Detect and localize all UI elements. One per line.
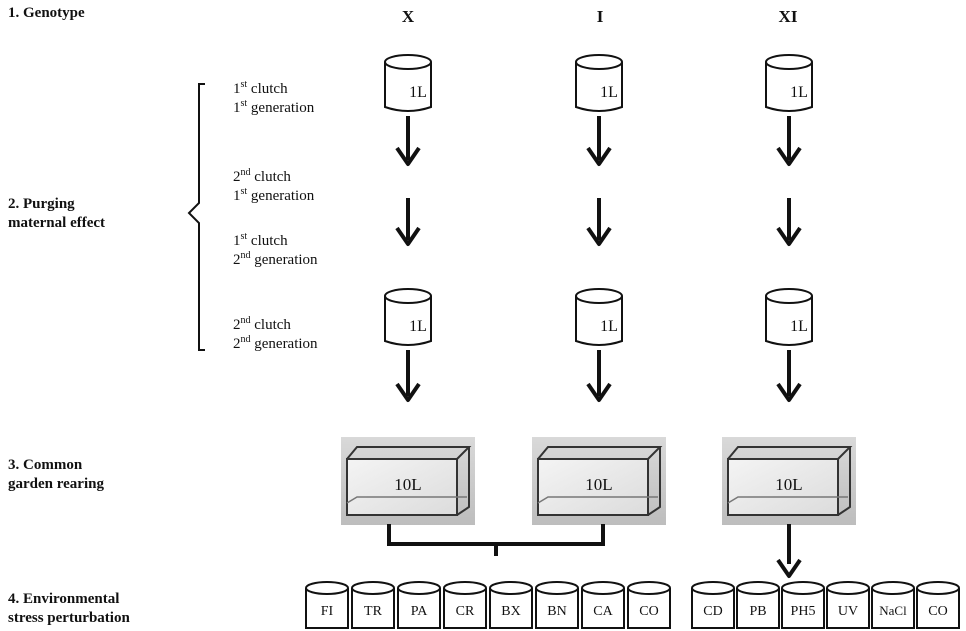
arrow-xi-1 bbox=[776, 116, 802, 166]
stage-env-line2: stress perturbation bbox=[8, 610, 130, 626]
jar-x-1: 1L bbox=[384, 54, 432, 112]
treatment-right-ph5: PH5 bbox=[781, 581, 825, 629]
treatment-left-bx: BX bbox=[489, 581, 533, 629]
treatment-right-uv: UV bbox=[826, 581, 870, 629]
treatment-label: TR bbox=[364, 604, 383, 619]
step-label-4: 2nd clutch 2nd generation bbox=[233, 315, 318, 353]
arrow-x-1 bbox=[395, 116, 421, 166]
jar-volume-label: 1L bbox=[600, 318, 618, 335]
stage-common-line2: garden rearing bbox=[8, 476, 104, 492]
arrow-xi-to-treatments bbox=[776, 524, 802, 578]
jar-i-1: 1L bbox=[575, 54, 623, 112]
step-label-1: 1st clutch 1st generation bbox=[233, 79, 315, 117]
stage-common-garden-label: 3. Common garden rearing bbox=[8, 456, 104, 494]
jar-volume-label: 1L bbox=[600, 84, 618, 101]
merge-bracket bbox=[387, 524, 605, 556]
genotype-header-x: X bbox=[401, 7, 415, 26]
treatment-right-pb: PB bbox=[736, 581, 780, 629]
stage-genotype-label: 1. Genotype bbox=[8, 5, 85, 21]
stage-purging-label: 2. Purging maternal effect bbox=[8, 195, 105, 233]
treatment-right-co: CO bbox=[916, 581, 960, 629]
treatment-label: CO bbox=[928, 604, 947, 619]
arrow-i-3 bbox=[586, 350, 612, 402]
arrow-i-2 bbox=[586, 198, 612, 246]
treatment-left-tr: TR bbox=[351, 581, 395, 629]
treatment-left-cr: CR bbox=[443, 581, 487, 629]
tank-volume-label: 10L bbox=[394, 475, 421, 494]
treatment-label: CO bbox=[639, 604, 658, 619]
jar-xi-2: 1L bbox=[765, 288, 813, 346]
treatment-left-ca: CA bbox=[581, 581, 625, 629]
treatment-label: BN bbox=[547, 604, 566, 619]
step-label-3: 1st clutch 2nd generation bbox=[233, 231, 318, 269]
treatment-right-cd: CD bbox=[691, 581, 735, 629]
arrow-xi-2 bbox=[776, 198, 802, 246]
arrow-x-2 bbox=[395, 198, 421, 246]
treatment-label: NaCl bbox=[879, 603, 907, 618]
jar-volume-label: 1L bbox=[790, 318, 808, 335]
stage-environmental-label: 4. Environmental stress perturbation bbox=[8, 590, 130, 628]
purging-bracket bbox=[187, 83, 205, 351]
treatment-label: PH5 bbox=[791, 604, 816, 619]
jar-volume-label: 1L bbox=[409, 84, 427, 101]
treatment-right-nacl: NaCl bbox=[871, 581, 915, 629]
stage-env-line1: 4. Environmental bbox=[8, 591, 120, 607]
treatment-label: BX bbox=[501, 604, 520, 619]
arrow-i-1 bbox=[586, 116, 612, 166]
stage-purging-line2: maternal effect bbox=[8, 215, 106, 231]
stage-common-line1: 3. Common bbox=[8, 457, 83, 473]
treatment-label: PB bbox=[749, 604, 766, 619]
tank-i: 10L bbox=[532, 437, 666, 525]
genotype-header-i: I bbox=[596, 7, 604, 26]
step-label-2: 2nd clutch 1st generation bbox=[233, 167, 315, 205]
tank-x: 10L bbox=[341, 437, 475, 525]
treatment-left-co: CO bbox=[627, 581, 671, 629]
jar-x-2: 1L bbox=[384, 288, 432, 346]
genotype-header-xi: XI bbox=[778, 7, 798, 26]
jar-volume-label: 1L bbox=[409, 318, 427, 335]
treatment-label: CD bbox=[703, 604, 722, 619]
treatment-label: UV bbox=[838, 604, 858, 619]
treatment-label: CR bbox=[456, 604, 475, 619]
arrow-x-3 bbox=[395, 350, 421, 402]
treatment-left-pa: PA bbox=[397, 581, 441, 629]
jar-i-2: 1L bbox=[575, 288, 623, 346]
treatment-left-fi: FI bbox=[305, 581, 349, 629]
tank-volume-label: 10L bbox=[775, 475, 802, 494]
tank-xi: 10L bbox=[722, 437, 856, 525]
treatment-label: FI bbox=[321, 604, 334, 619]
treatment-label: CA bbox=[593, 604, 613, 619]
jar-xi-1: 1L bbox=[765, 54, 813, 112]
jar-volume-label: 1L bbox=[790, 84, 808, 101]
treatment-left-bn: BN bbox=[535, 581, 579, 629]
tank-volume-label: 10L bbox=[585, 475, 612, 494]
stage-purging-line1: 2. Purging bbox=[8, 196, 75, 212]
arrow-xi-3 bbox=[776, 350, 802, 402]
treatment-label: PA bbox=[411, 604, 429, 619]
